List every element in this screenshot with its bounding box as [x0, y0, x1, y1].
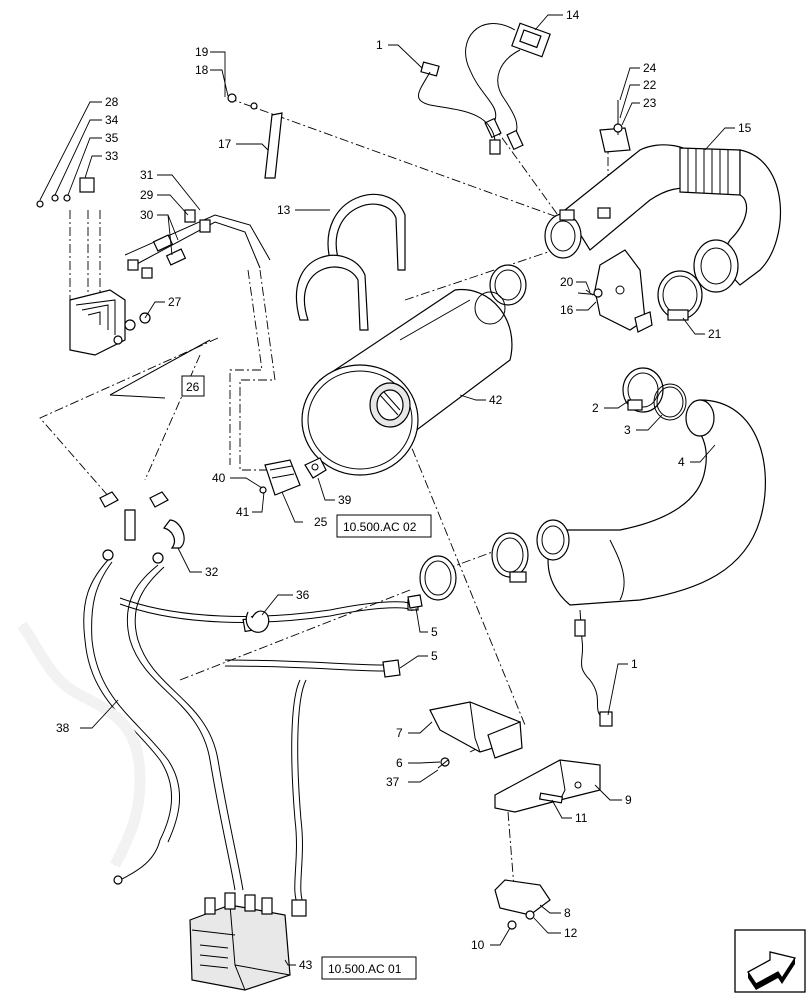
callout-17: 17 — [218, 137, 232, 151]
callout-5-lower: 5 — [431, 649, 438, 663]
next-page-arrow-icon[interactable] — [734, 929, 806, 993]
callout-12: 12 — [564, 926, 578, 940]
bolt-6-37 — [437, 757, 450, 769]
straps-13 — [295, 193, 406, 331]
callout-9: 9 — [625, 793, 632, 807]
bracket-22-23-24 — [599, 100, 631, 153]
connectors-32 — [99, 491, 185, 564]
nox-sensor-14 — [465, 22, 551, 151]
callout-8: 8 — [564, 906, 571, 920]
bracket-9 — [494, 759, 601, 813]
reference-box-43[interactable]: 10.500.AC 01 — [321, 956, 417, 980]
callout-11: 11 — [575, 811, 588, 825]
callout-34: 34 — [105, 113, 119, 127]
callout-14: 14 — [566, 8, 580, 22]
callout-1-top: 1 — [376, 38, 383, 52]
callout-27: 27 — [168, 295, 182, 309]
callout-29: 29 — [140, 188, 154, 202]
callout-3: 3 — [624, 423, 631, 437]
bracket-16 — [577, 249, 653, 333]
callout-28: 28 — [105, 95, 119, 109]
callout-26: 26 — [186, 380, 200, 394]
callout-21: 21 — [708, 327, 722, 341]
callout-22: 22 — [643, 78, 657, 92]
callout-35: 35 — [105, 131, 119, 145]
temperature-sensor-1-lower — [574, 609, 613, 727]
callout-4: 4 — [678, 455, 685, 469]
clips-5 — [407, 594, 423, 609]
bracket-8 — [494, 879, 551, 930]
callout-7: 7 — [396, 726, 403, 740]
def-supply-module-43 — [189, 892, 291, 991]
callout-2: 2 — [592, 401, 599, 415]
callout-25: 25 — [314, 515, 328, 529]
callout-6: 6 — [396, 756, 403, 770]
callout-41: 41 — [236, 505, 250, 519]
reference-43-text: 10.500.AC 01 — [328, 962, 402, 976]
callout-33: 33 — [105, 149, 119, 163]
callout-23: 23 — [643, 96, 657, 110]
callout-37: 37 — [386, 775, 400, 789]
clamp-21 — [657, 270, 703, 321]
callout-42: 42 — [489, 393, 503, 407]
callout-13: 13 — [277, 203, 291, 217]
bolt-11 — [538, 792, 564, 804]
exhaust-elbow-4 — [536, 399, 766, 606]
leader-lines — [39, 14, 735, 966]
panel-26 — [109, 339, 211, 399]
reference-25-text: 10.500.AC 02 — [343, 520, 417, 534]
clamps-lower — [419, 532, 529, 601]
strap-17 — [227, 93, 283, 179]
callout-20: 20 — [560, 275, 574, 289]
callout-19: 19 — [195, 45, 209, 59]
canister-clamps — [474, 264, 527, 325]
callout-43: 43 — [299, 958, 313, 972]
flex-pipe-elbow-15 — [544, 144, 782, 293]
dpf-canister-42 — [301, 288, 513, 476]
callout-24: 24 — [643, 61, 657, 75]
callout-39: 39 — [338, 493, 352, 507]
callout-30: 30 — [140, 208, 154, 222]
sensor-25 — [259, 457, 327, 496]
callout-18: 18 — [195, 63, 209, 77]
clamp-2-gasket-3 — [622, 367, 687, 421]
temperature-sensor-1-top — [418, 61, 501, 155]
callout-38: 38 — [56, 721, 70, 735]
callout-15: 15 — [738, 121, 752, 135]
callout-40: 40 — [212, 471, 226, 485]
coolant-hose-38 — [17, 621, 146, 868]
callout-1-lower: 1 — [631, 657, 638, 671]
callout-10: 10 — [471, 938, 485, 952]
heater-lines-left — [36, 177, 151, 356]
callout-numbers: 1 14 19 18 17 24 22 23 15 13 28 34 35 33… — [56, 8, 752, 972]
callout-32: 32 — [205, 565, 219, 579]
callout-31: 31 — [140, 168, 154, 182]
callout-5-upper: 5 — [431, 625, 438, 639]
callout-16: 16 — [560, 303, 574, 317]
clip-36 — [245, 610, 270, 633]
callout-36: 36 — [296, 588, 310, 602]
callout-26-box: 26 — [181, 375, 205, 397]
reference-box-25[interactable]: 10.500.AC 02 — [336, 514, 432, 538]
bracket-7 — [429, 701, 523, 759]
